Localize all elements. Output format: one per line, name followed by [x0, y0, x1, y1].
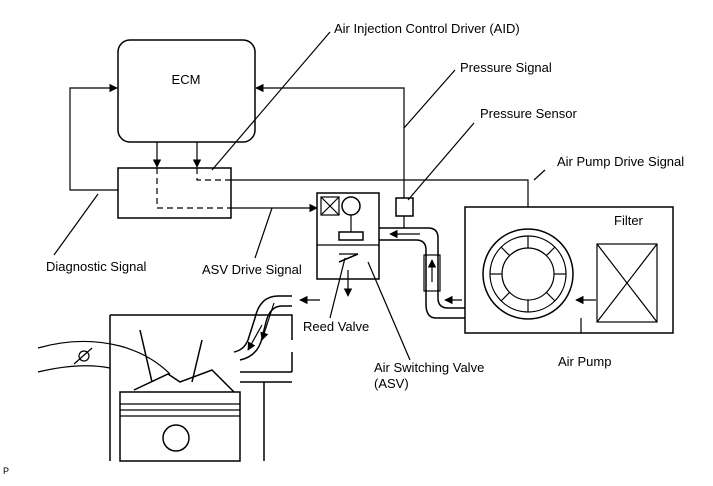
diagnostic-signal-leader — [53, 193, 99, 256]
air-pump-drive-signal-label: Air Pump Drive Signal — [557, 154, 684, 169]
diagnostic-signal-line — [69, 83, 118, 191]
aid-leader — [211, 31, 331, 171]
pressure-sensor-leader — [407, 122, 475, 201]
asv-label-line2: (ASV) — [374, 376, 409, 391]
corner-mark: P — [3, 466, 9, 476]
reed-valve-label: Reed Valve — [303, 319, 369, 334]
asv-drive-signal-label: ASV Drive Signal — [202, 262, 302, 277]
aid-block — [117, 167, 232, 219]
aid-label: Air Injection Control Driver (AID) — [334, 21, 520, 36]
ecm-block: ECM — [117, 39, 256, 143]
aid-internal-dash-2 — [196, 168, 231, 181]
filter-label: Filter — [614, 213, 644, 228]
pressure-sensor-label: Pressure Sensor — [480, 106, 577, 121]
air-pump: Filter — [464, 206, 674, 334]
asv-drive-signal-leader — [254, 207, 273, 259]
pressure-signal-line — [255, 83, 405, 198]
reed-valve-leader — [329, 257, 346, 319]
aid-internal-dash-1 — [156, 168, 231, 209]
diagnostic-signal-label: Diagnostic Signal — [46, 259, 147, 274]
air-pump-drive-signal-leader — [533, 169, 546, 181]
engine — [37, 314, 293, 462]
asv-label-line1: Air Switching Valve — [374, 360, 484, 375]
air-pump-label: Air Pump — [558, 354, 611, 369]
air-pipe — [379, 227, 465, 319]
ecm-label: ECM — [172, 72, 201, 87]
injection-pipes — [233, 295, 320, 361]
asv-leader — [367, 261, 411, 361]
air-switching-valve — [316, 192, 380, 297]
pressure-signal-label: Pressure Signal — [460, 60, 552, 75]
pressure-sensor — [395, 122, 475, 228]
air-pump-drive-signal-line — [231, 179, 533, 218]
pressure-signal-leader — [403, 69, 456, 129]
